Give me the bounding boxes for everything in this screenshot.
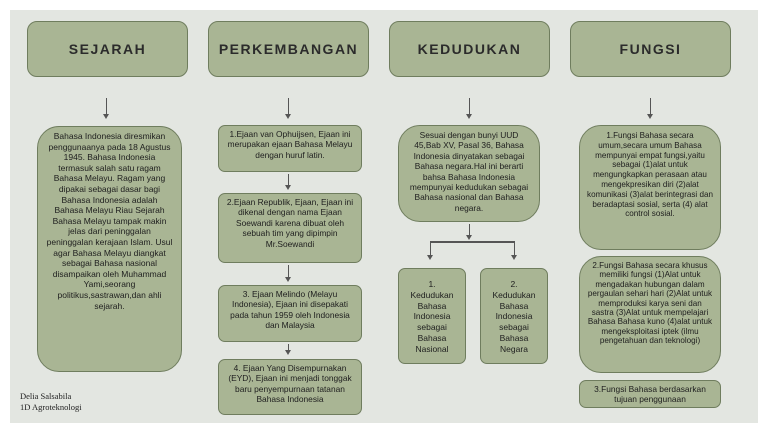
arrow-fungsi	[647, 98, 653, 119]
fungsi-tujuan-box: 3.Fungsi Bahasa berdasarkan tujuan pengg…	[579, 380, 721, 408]
fungsi-umum-box: 1.Fungsi Bahasa secara umum,secara umum …	[579, 125, 721, 250]
perkembangan-item-1: 1.Ejaan van Ophuijsen, Ejaan ini merupak…	[218, 125, 362, 172]
arrow-kedudukan-connector	[466, 224, 472, 240]
kedudukan-nasional-box: 1. Kedudukan Bahasa Indonesia sebagai Ba…	[398, 268, 466, 364]
arrow-kedudukan-right	[511, 242, 517, 260]
header-perkembangan: PERKEMBANGAN	[208, 21, 369, 77]
arrow-sejarah	[103, 98, 109, 119]
arrow-perkembangan-2	[285, 265, 291, 282]
sejarah-box: Bahasa Indonesia diresmikan penggunaanya…	[37, 126, 182, 372]
author-name: Delia Salsabila	[20, 391, 72, 401]
header-fungsi: FUNGSI	[570, 21, 731, 77]
perkembangan-item-2: 2.Ejaan Republik, Ejaan, Ejaan ini diken…	[218, 193, 362, 263]
author-class: 1D Agroteknologi	[20, 402, 82, 412]
arrow-kedudukan-left	[427, 242, 433, 260]
kedudukan-branch-line	[430, 241, 515, 243]
perkembangan-item-4: 4. Ejaan Yang Disempurnakan (EYD), Ejaan…	[218, 359, 362, 415]
arrow-perkembangan-3	[285, 344, 291, 355]
arrow-perkembangan-1	[285, 174, 291, 190]
kedudukan-box: Sesuai dengan bunyi UUD 45,Bab XV, Pasal…	[398, 125, 540, 222]
perkembangan-item-3: 3. Ejaan Melindo (Melayu Indonesia), Eja…	[218, 285, 362, 342]
header-sejarah: SEJARAH	[27, 21, 188, 77]
header-kedudukan: KEDUDUKAN	[389, 21, 550, 77]
arrow-perkembangan	[285, 98, 291, 119]
kedudukan-negara-box: 2. Kedudukan Bahasa Indonesia sebagai Ba…	[480, 268, 548, 364]
fungsi-khusus-box: 2.Fungsi Bahasa secara khusus memiliki f…	[579, 256, 721, 373]
arrow-kedudukan	[466, 98, 472, 119]
